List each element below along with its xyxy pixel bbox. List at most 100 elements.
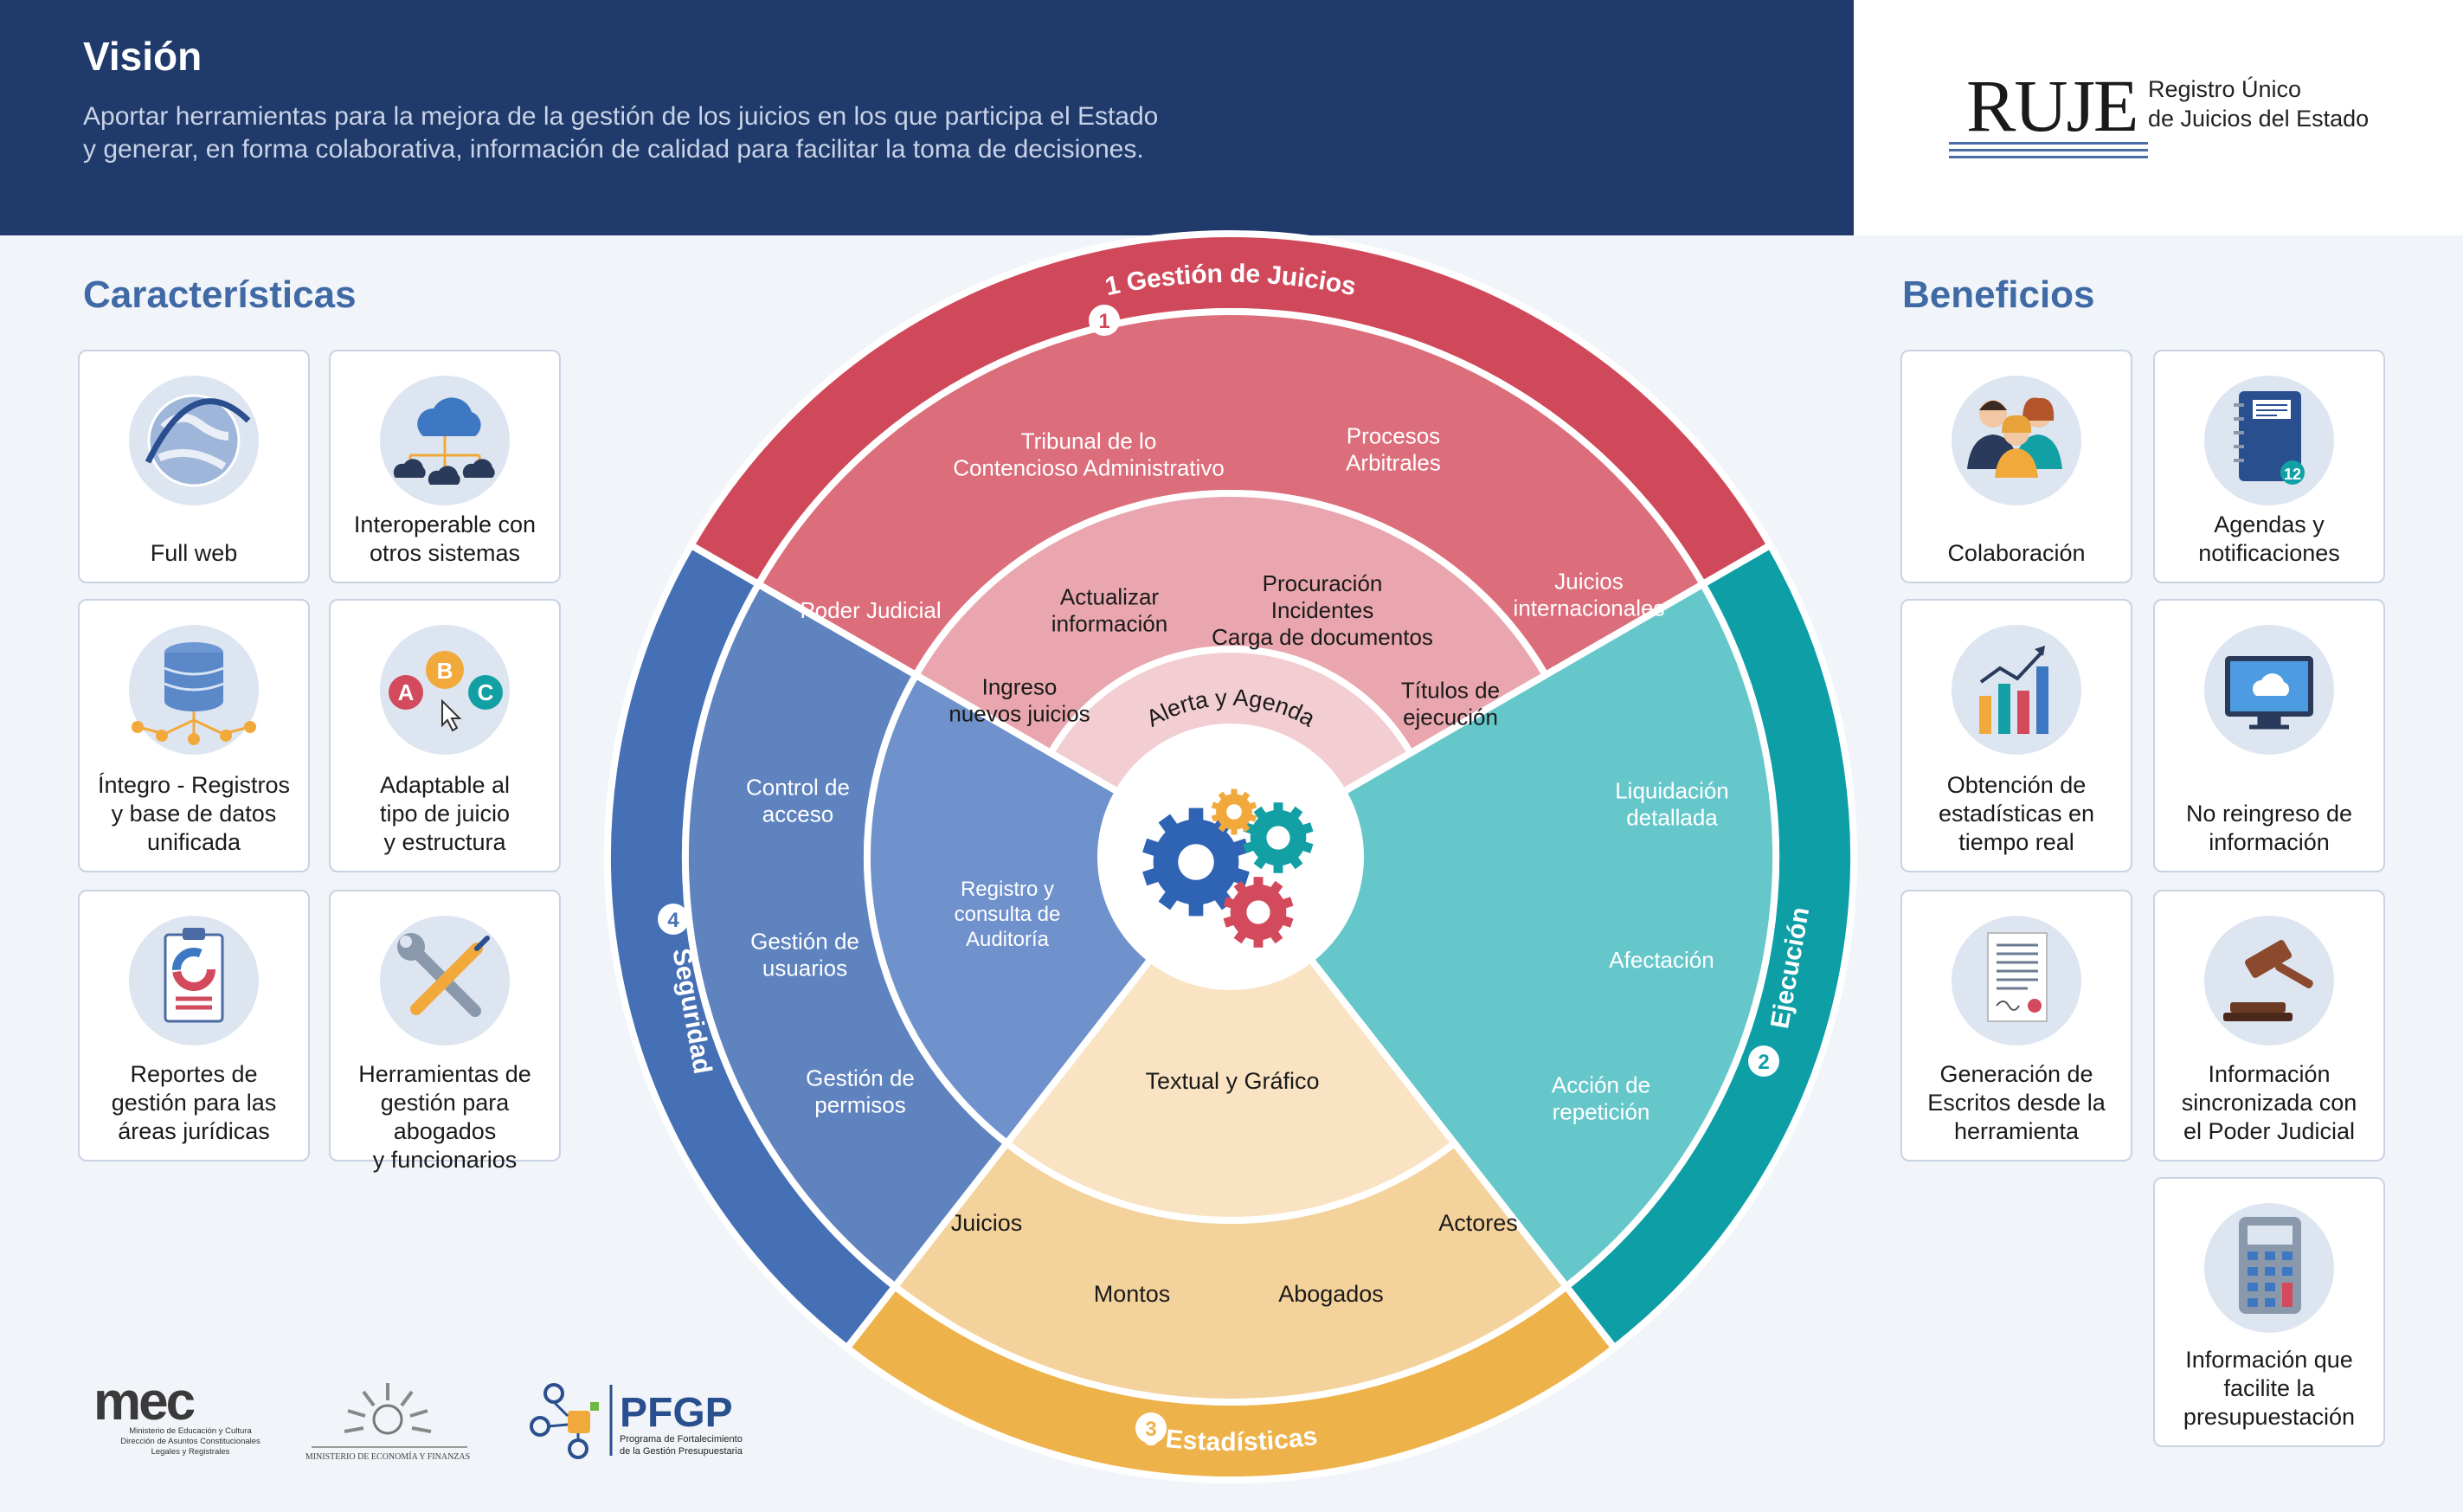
beneficio-card: Colaboración — [1900, 350, 2132, 583]
gear-red-icon — [1223, 877, 1294, 948]
pfgp-wordmark: PFGP — [620, 1390, 733, 1436]
database-icon — [129, 625, 259, 755]
caracteristica-card-label-line: y estructura — [383, 829, 506, 855]
gear-blue-icon — [1142, 807, 1250, 917]
caracteristica-card-label-line: Interoperable con — [353, 512, 537, 537]
caracteristica-card-label-line: Íntegro - Registros — [97, 772, 291, 798]
mec-line-3: Legales y Registrales — [151, 1447, 230, 1457]
caracteristicas-title: Características — [83, 273, 357, 316]
caracteristica-card-label-line: unificada — [146, 829, 241, 855]
mef-logo: MINISTERIO DE ECONOMÍA Y FINANZAS — [305, 1383, 470, 1462]
network-icon — [530, 1383, 599, 1459]
mec-line-2: Dirección de Asuntos Constitucionales — [120, 1437, 260, 1446]
gestion-outer-item: Poder Judicial — [800, 597, 941, 623]
footer-logos: mec Ministerio de Educación y Cultura Di… — [93, 1376, 743, 1462]
vision-title: Visión — [83, 34, 203, 79]
gestion-number: 1 — [1098, 310, 1109, 333]
caracteristica-card: Full web — [78, 350, 310, 583]
svg-text:12: 12 — [2284, 466, 2301, 483]
beneficio-card-label-line: Colaboración — [1947, 540, 2086, 566]
beneficio-card-label-line: estadísticas en — [1938, 801, 2095, 827]
estadisticas-outer-item: Actores — [1438, 1210, 1518, 1236]
beneficios-title: Beneficios — [1902, 273, 2095, 316]
beneficio-card-label-line: Escritos desde la — [1927, 1090, 2106, 1116]
vision-line-2: y generar, en forma colaborativa, inform… — [83, 135, 1144, 164]
estadisticas-outer-item: Montos — [1094, 1281, 1171, 1307]
caracteristica-card-label-line: y base de datos — [111, 801, 277, 827]
ejecucion-number: 2 — [1758, 1051, 1769, 1074]
ejecucion-item: Afectación — [1609, 947, 1714, 973]
estadisticas-number-circle — [1135, 1412, 1167, 1444]
ejecucion-number-circle — [1748, 1046, 1779, 1077]
caracteristica-card-label-line: Herramientas de — [358, 1061, 531, 1087]
caracteristica-card-label-line: gestión para abogados — [380, 1090, 510, 1144]
caracteristica-card-label-line: Full web — [150, 540, 238, 566]
caracteristica-card-label: Full web — [80, 539, 308, 568]
sun-emblem-icon — [312, 1383, 467, 1448]
beneficio-card-label-line: sincronizada con — [2181, 1090, 2357, 1116]
beneficio-card-label-line: Agendas y — [2214, 512, 2325, 537]
vision-header: Visión Aportar herramientas para la mejo… — [0, 0, 1854, 235]
ruje-subtitle-line-1: Registro Único — [2148, 76, 2302, 102]
gear-teal-icon — [1243, 802, 1314, 873]
ruje-subtitle-line-2: de Juicios del Estado — [2148, 106, 2370, 132]
cloud-network-icon — [380, 376, 510, 505]
mec-logo: mec Ministerio de Educación y Cultura Di… — [93, 1376, 260, 1457]
mef-name: MINISTERIO DE ECONOMÍA Y FINANZAS — [305, 1451, 470, 1462]
caracteristica-card-label-line: Reportes de — [130, 1061, 258, 1087]
pfgp-logo: PFGP Programa de Fortalecimiento de la G… — [530, 1383, 743, 1459]
beneficio-card-label-line: presupuestación — [2183, 1404, 2356, 1430]
ruje-underline — [1949, 142, 2148, 163]
mec-line-1: Ministerio de Educación y Cultura — [129, 1426, 252, 1436]
pfgp-line-2: de la Gestión Presupuestaria — [620, 1446, 743, 1457]
tools-icon — [380, 916, 510, 1046]
beneficio-card-label-line: facilite la — [2223, 1375, 2315, 1401]
agenda-icon: 12 — [2204, 376, 2334, 505]
vision-description: Aportar herramientas para la mejora de l… — [83, 100, 1295, 166]
caracteristica-card-label-line: gestión para las — [111, 1090, 277, 1116]
gavel-icon — [2204, 916, 2334, 1046]
globe-icon — [129, 376, 259, 505]
mec-wordmark: mec — [93, 1376, 195, 1432]
beneficio-card-label-line: No reingreso de — [2185, 801, 2353, 827]
pfgp-line-1: Programa de Fortalecimiento — [620, 1434, 743, 1444]
beneficio-card-label-line: herramienta — [1953, 1118, 2080, 1144]
ruje-subtitle: Registro Único de Juicios del Estado — [2148, 74, 2369, 133]
gestion-number-circle — [1089, 305, 1120, 336]
estadisticas-inner-item: Textual y Gráfico — [1145, 1068, 1319, 1094]
document-icon — [1952, 916, 2081, 1046]
caracteristica-card-label-line: tipo de juicio — [379, 801, 511, 827]
estadisticas-outer-item: Abogados — [1278, 1281, 1384, 1307]
monitor-cloud-icon — [2204, 625, 2334, 755]
beneficio-card-label-line: Obtención de — [1946, 772, 2087, 798]
